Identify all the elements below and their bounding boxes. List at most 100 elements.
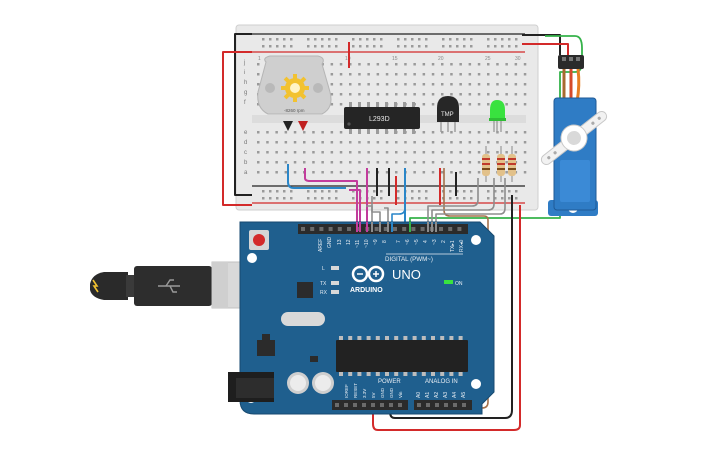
svg-text:25: 25 (485, 56, 491, 62)
resistor-3[interactable] (508, 146, 516, 182)
digital-pin-labels: AREF GND 13 12 ~11 ~10 ~9 8 7 ~6 ~5 4 ~3… (318, 237, 465, 253)
svg-text:A2: A2 (434, 392, 440, 398)
svg-text:AREF: AREF (318, 239, 324, 252)
digital-header[interactable] (298, 224, 468, 234)
resistor-2[interactable] (497, 146, 505, 182)
on-label: ON (455, 281, 463, 287)
voltage-regulator (257, 340, 275, 356)
arduino-logo (351, 265, 385, 283)
svg-text:Vin: Vin (398, 391, 403, 398)
svg-text:TX▸1: TX▸1 (450, 240, 456, 252)
temp-sensor-label: TMP (441, 112, 454, 118)
svg-text:f: f (244, 100, 246, 106)
wire-gray-res-3 (435, 178, 506, 230)
crystal (281, 312, 325, 326)
tx-led (331, 281, 339, 285)
wire-tips (356, 222, 437, 232)
resistors[interactable] (482, 146, 516, 182)
svg-text:h: h (244, 80, 247, 86)
svg-text:d: d (244, 140, 247, 146)
svg-text:10: 10 (345, 56, 351, 62)
svg-text:L: L (322, 266, 325, 272)
svg-text:RX◂0: RX◂0 (459, 240, 465, 252)
temp-sensor[interactable]: TMP (437, 96, 459, 132)
power-header[interactable] (332, 400, 408, 410)
svg-text:4: 4 (423, 240, 429, 243)
svg-text:12: 12 (346, 239, 352, 245)
svg-text:~5: ~5 (414, 239, 420, 245)
status-led-labels: L TX RX (320, 266, 328, 296)
driver-chip-label: L293D (369, 116, 390, 123)
mount-hole (471, 235, 481, 245)
svg-text:j: j (243, 60, 245, 66)
svg-text:A5: A5 (461, 392, 467, 398)
wire-magenta-1 (304, 168, 358, 230)
mount-hole (471, 379, 481, 389)
svg-text:a: a (244, 170, 248, 176)
svg-text:e: e (244, 130, 248, 136)
svg-text:b: b (244, 160, 248, 166)
svg-text:~9: ~9 (373, 239, 379, 245)
motor-speed-label: -8260 rpm (284, 108, 305, 113)
svg-text:TX: TX (320, 281, 327, 287)
usb-chip (297, 282, 313, 298)
svg-text:IOREF: IOREF (344, 384, 349, 398)
atmega-chip-pins (339, 336, 463, 376)
usb-cable[interactable] (90, 261, 255, 309)
servo-motor[interactable] (534, 55, 613, 216)
svg-text:g: g (244, 90, 247, 96)
svg-text:RX: RX (320, 290, 328, 296)
wire-gray-res-2 (431, 178, 495, 230)
rx-led (331, 290, 339, 294)
gear-icon (281, 74, 309, 102)
bottom-pin-holes (335, 403, 466, 407)
svg-text:A4: A4 (452, 392, 458, 398)
motor-terminal-black (283, 121, 293, 131)
l-led (331, 266, 339, 270)
svg-text:2: 2 (441, 240, 447, 243)
arduino-board[interactable]: AREF GND 13 12 ~11 ~10 ~9 8 7 ~6 ~5 4 ~3… (228, 221, 495, 415)
wire-servo-black (522, 34, 561, 55)
row-letters-bottom: e d c b a (244, 130, 248, 176)
digital-header-label: DIGITAL (PWM~) (385, 256, 433, 263)
servo-horn[interactable] (534, 103, 613, 173)
wire-rail-black-left (234, 33, 252, 196)
top-rail-holes (262, 38, 518, 48)
green-led[interactable] (489, 100, 506, 132)
bolt-icon (92, 279, 99, 293)
power-header-label: POWER (378, 379, 401, 385)
svg-text:5V: 5V (371, 392, 376, 398)
wire-magenta-3 (349, 189, 361, 230)
svg-text:A0: A0 (416, 392, 422, 398)
svg-text:i: i (244, 70, 245, 76)
svg-text:RESET: RESET (353, 383, 358, 398)
svg-text:15: 15 (392, 56, 398, 62)
capacitors (287, 372, 334, 394)
resistor-1[interactable] (482, 146, 490, 182)
svg-text:30: 30 (515, 56, 521, 62)
wire-gray-res-1 (427, 178, 479, 230)
svg-text:~10: ~10 (364, 239, 370, 248)
svg-text:~11: ~11 (355, 240, 361, 248)
svg-text:13: 13 (337, 239, 343, 245)
svg-text:A1: A1 (425, 392, 431, 398)
power-pin-labels: IOREF RESET 3.3V 5V GND GND Vin (344, 383, 403, 398)
svg-text:~3: ~3 (432, 239, 438, 245)
motor-terminal-red (298, 121, 308, 131)
svg-text:GND: GND (389, 387, 394, 398)
dc-motor[interactable]: -8260 rpm (257, 55, 332, 131)
svg-text:~6: ~6 (405, 239, 411, 245)
svg-text:20: 20 (438, 56, 444, 62)
wire-blue-driver-left (287, 164, 346, 189)
driver-chip[interactable]: L293D (344, 102, 420, 134)
svg-text:GND: GND (327, 237, 333, 249)
svg-text:A3: A3 (443, 392, 449, 398)
wire-servo-red (522, 43, 569, 56)
atmega-chip (336, 340, 468, 372)
row-letters-top: j i h g f (243, 60, 247, 106)
analog-header-label: ANALOG IN (425, 379, 458, 385)
analog-header[interactable] (414, 400, 472, 410)
board-brand: ARDUINO (350, 287, 383, 294)
wire-blue-to-pin (391, 207, 406, 230)
